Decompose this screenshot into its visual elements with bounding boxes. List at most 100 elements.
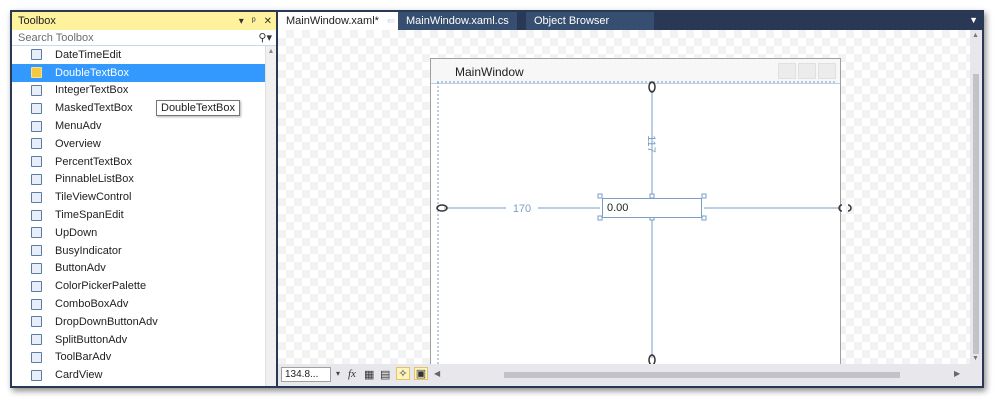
search-icon[interactable]: ⚲▾ — [258, 32, 272, 44]
toolbox-scrollbar[interactable]: ▲ — [265, 46, 276, 386]
chevron-down-icon[interactable]: ▾ — [238, 15, 244, 27]
horizontal-scroll-thumb[interactable] — [504, 372, 900, 378]
scroll-up-icon[interactable]: ▲ — [972, 32, 979, 39]
toolbox-item-label: ComboBoxAdv — [55, 298, 129, 311]
combobox-icon — [31, 298, 42, 310]
toolbox-title-bar: Toolbox ▾ ᵖ ✕ — [12, 12, 276, 30]
toolbox-item[interactable]: PinnableListBox — [12, 171, 266, 189]
toolbar-icon — [31, 351, 42, 363]
document-tab-bar: MainWindow.xaml* ⇚ ✕ MainWindow.xaml.cs … — [278, 12, 982, 30]
listbox-icon — [31, 173, 42, 185]
ide-frame: Toolbox ▾ ᵖ ✕ Search Toolbox ⚲▾ DateTime… — [10, 10, 984, 388]
toolbox-item[interactable]: Overview — [12, 135, 266, 153]
toolbox-item[interactable]: ColorPickerPalette — [12, 277, 266, 295]
window-caption-buttons — [776, 63, 836, 79]
toolbox-panel: Toolbox ▾ ᵖ ✕ Search Toolbox ⚲▾ DateTime… — [12, 12, 276, 386]
toolbox-item-label: DoubleTextBox — [55, 66, 129, 79]
scroll-right-icon[interactable]: ▶ — [954, 369, 961, 378]
toolbox-item[interactable]: ToolBarAdv — [12, 349, 266, 367]
tab-mainwindow-xaml-cs[interactable]: MainWindow.xaml.cs — [398, 12, 517, 30]
datetime-icon — [31, 49, 42, 61]
device-icon[interactable]: ▣ — [414, 367, 428, 380]
toolbox-item-label: ToolBarAdv — [55, 351, 112, 364]
toolbox-item-label: BusyIndicator — [55, 244, 122, 257]
menu-icon — [31, 120, 42, 132]
designer-vertical-scrollbar[interactable]: ▲ ▼ — [970, 30, 982, 364]
grid-icon[interactable]: ▦ — [364, 369, 375, 381]
minimize-icon — [778, 63, 796, 79]
toolbox-item[interactable]: ButtonAdv — [12, 260, 266, 278]
top-anchor-icon[interactable] — [648, 81, 656, 93]
tileview-icon — [31, 191, 42, 203]
scroll-left-icon[interactable]: ◀ — [434, 369, 441, 378]
pin-icon[interactable]: ⇚ — [386, 15, 396, 27]
toolbox-item-label: DropDownButtonAdv — [55, 315, 158, 328]
tooltip: DoubleTextBox — [156, 100, 240, 116]
toolbox-item[interactable]: UpDown — [12, 224, 266, 242]
toolbox-item[interactable]: BusyIndicator — [12, 242, 266, 260]
toolbox-item[interactable]: PercentTextBox — [12, 153, 266, 171]
designer-surface[interactable]: MainWindow — [278, 30, 970, 364]
toolbox-item[interactable]: DateTimeEdit — [12, 46, 266, 64]
toolbox-item[interactable]: IntegerTextBox — [12, 82, 266, 100]
snap-lines-icon[interactable]: ✧ — [396, 367, 410, 380]
toolbox-item-label: DateTimeEdit — [55, 48, 122, 61]
tab-label: MainWindow.xaml* — [286, 15, 379, 27]
busy-icon — [31, 245, 42, 257]
toolbox-item[interactable]: CardView — [12, 366, 266, 384]
toolbox-search[interactable]: Search Toolbox ⚲▾ — [12, 30, 276, 46]
toolbox-item-label: ButtonAdv — [55, 262, 106, 275]
dropdown-icon — [31, 316, 42, 328]
splitbutton-icon — [31, 334, 42, 346]
scroll-down-icon[interactable]: ▼ — [972, 355, 979, 362]
toolbox-item-label: UpDown — [55, 226, 98, 239]
toolbox-item[interactable]: DropDownButtonAdv — [12, 313, 266, 331]
overview-icon — [31, 138, 42, 150]
tab-label: MainWindow.xaml.cs — [406, 15, 509, 27]
search-input[interactable]: Search Toolbox — [18, 31, 94, 44]
percent-icon — [31, 156, 42, 168]
clock-icon — [31, 209, 42, 221]
toolbox-item[interactable]: SplitButtonAdv — [12, 331, 266, 349]
toolbox-item-label: TileViewControl — [55, 191, 132, 204]
margin-left-value[interactable]: 170 — [513, 203, 531, 215]
textbox-icon — [31, 84, 42, 96]
toolbox-item-label: PercentTextBox — [55, 155, 133, 168]
maximize-icon — [798, 63, 816, 79]
chevron-down-icon[interactable]: ▾ — [336, 369, 341, 378]
toolbox-item-label: SplitButtonAdv — [55, 333, 128, 346]
toolbox-item-label: CardView — [55, 369, 103, 382]
toolbox-item[interactable]: ComboBoxAdv — [12, 295, 266, 313]
toolbox-item-label: TimeSpanEdit — [55, 209, 124, 222]
close-icon[interactable]: ✕ — [263, 15, 272, 27]
chevron-down-icon[interactable]: ▼ — [969, 15, 978, 25]
double-textbox[interactable]: 0.00 — [602, 198, 702, 218]
toolbox-item-label: PinnableListBox — [55, 173, 134, 186]
toolbox-item-label: MenuAdv — [55, 120, 102, 133]
toolbox-item[interactable]: TimeSpanEdit — [12, 206, 266, 224]
toolbox-item-label: ColorPickerPalette — [55, 280, 147, 293]
textbox-icon — [31, 67, 42, 79]
toolbox-item-label: IntegerTextBox — [55, 84, 129, 97]
bottom-anchor-icon[interactable] — [648, 354, 656, 364]
pin-icon[interactable]: ᵖ — [251, 15, 256, 27]
snap-grid-icon[interactable]: ▤ — [380, 369, 391, 381]
palette-icon — [31, 280, 42, 292]
right-anchor-icon[interactable] — [838, 204, 852, 212]
tab-label: Object Browser — [534, 15, 610, 27]
tab-object-browser[interactable]: Object Browser — [526, 12, 654, 30]
scroll-thumb[interactable] — [973, 74, 979, 354]
scroll-up-icon[interactable]: ▲ — [267, 48, 275, 55]
zoom-combobox[interactable]: 134.8... — [281, 367, 331, 382]
tab-mainwindow-xaml[interactable]: MainWindow.xaml* ⇚ ✕ — [278, 12, 420, 30]
window-title-bar: MainWindow — [431, 59, 840, 84]
left-anchor-icon[interactable] — [436, 204, 448, 212]
toolbox-item[interactable]: MaskedTextBox — [12, 99, 266, 117]
close-icon — [818, 63, 836, 79]
fx-icon[interactable]: fx — [348, 368, 356, 380]
margin-top-value[interactable]: 117 — [645, 135, 657, 153]
toolbox-item[interactable]: TileViewControl — [12, 188, 266, 206]
toolbox-item[interactable]: MenuAdv — [12, 117, 266, 135]
toolbox-item[interactable]: DoubleTextBox — [12, 63, 266, 82]
